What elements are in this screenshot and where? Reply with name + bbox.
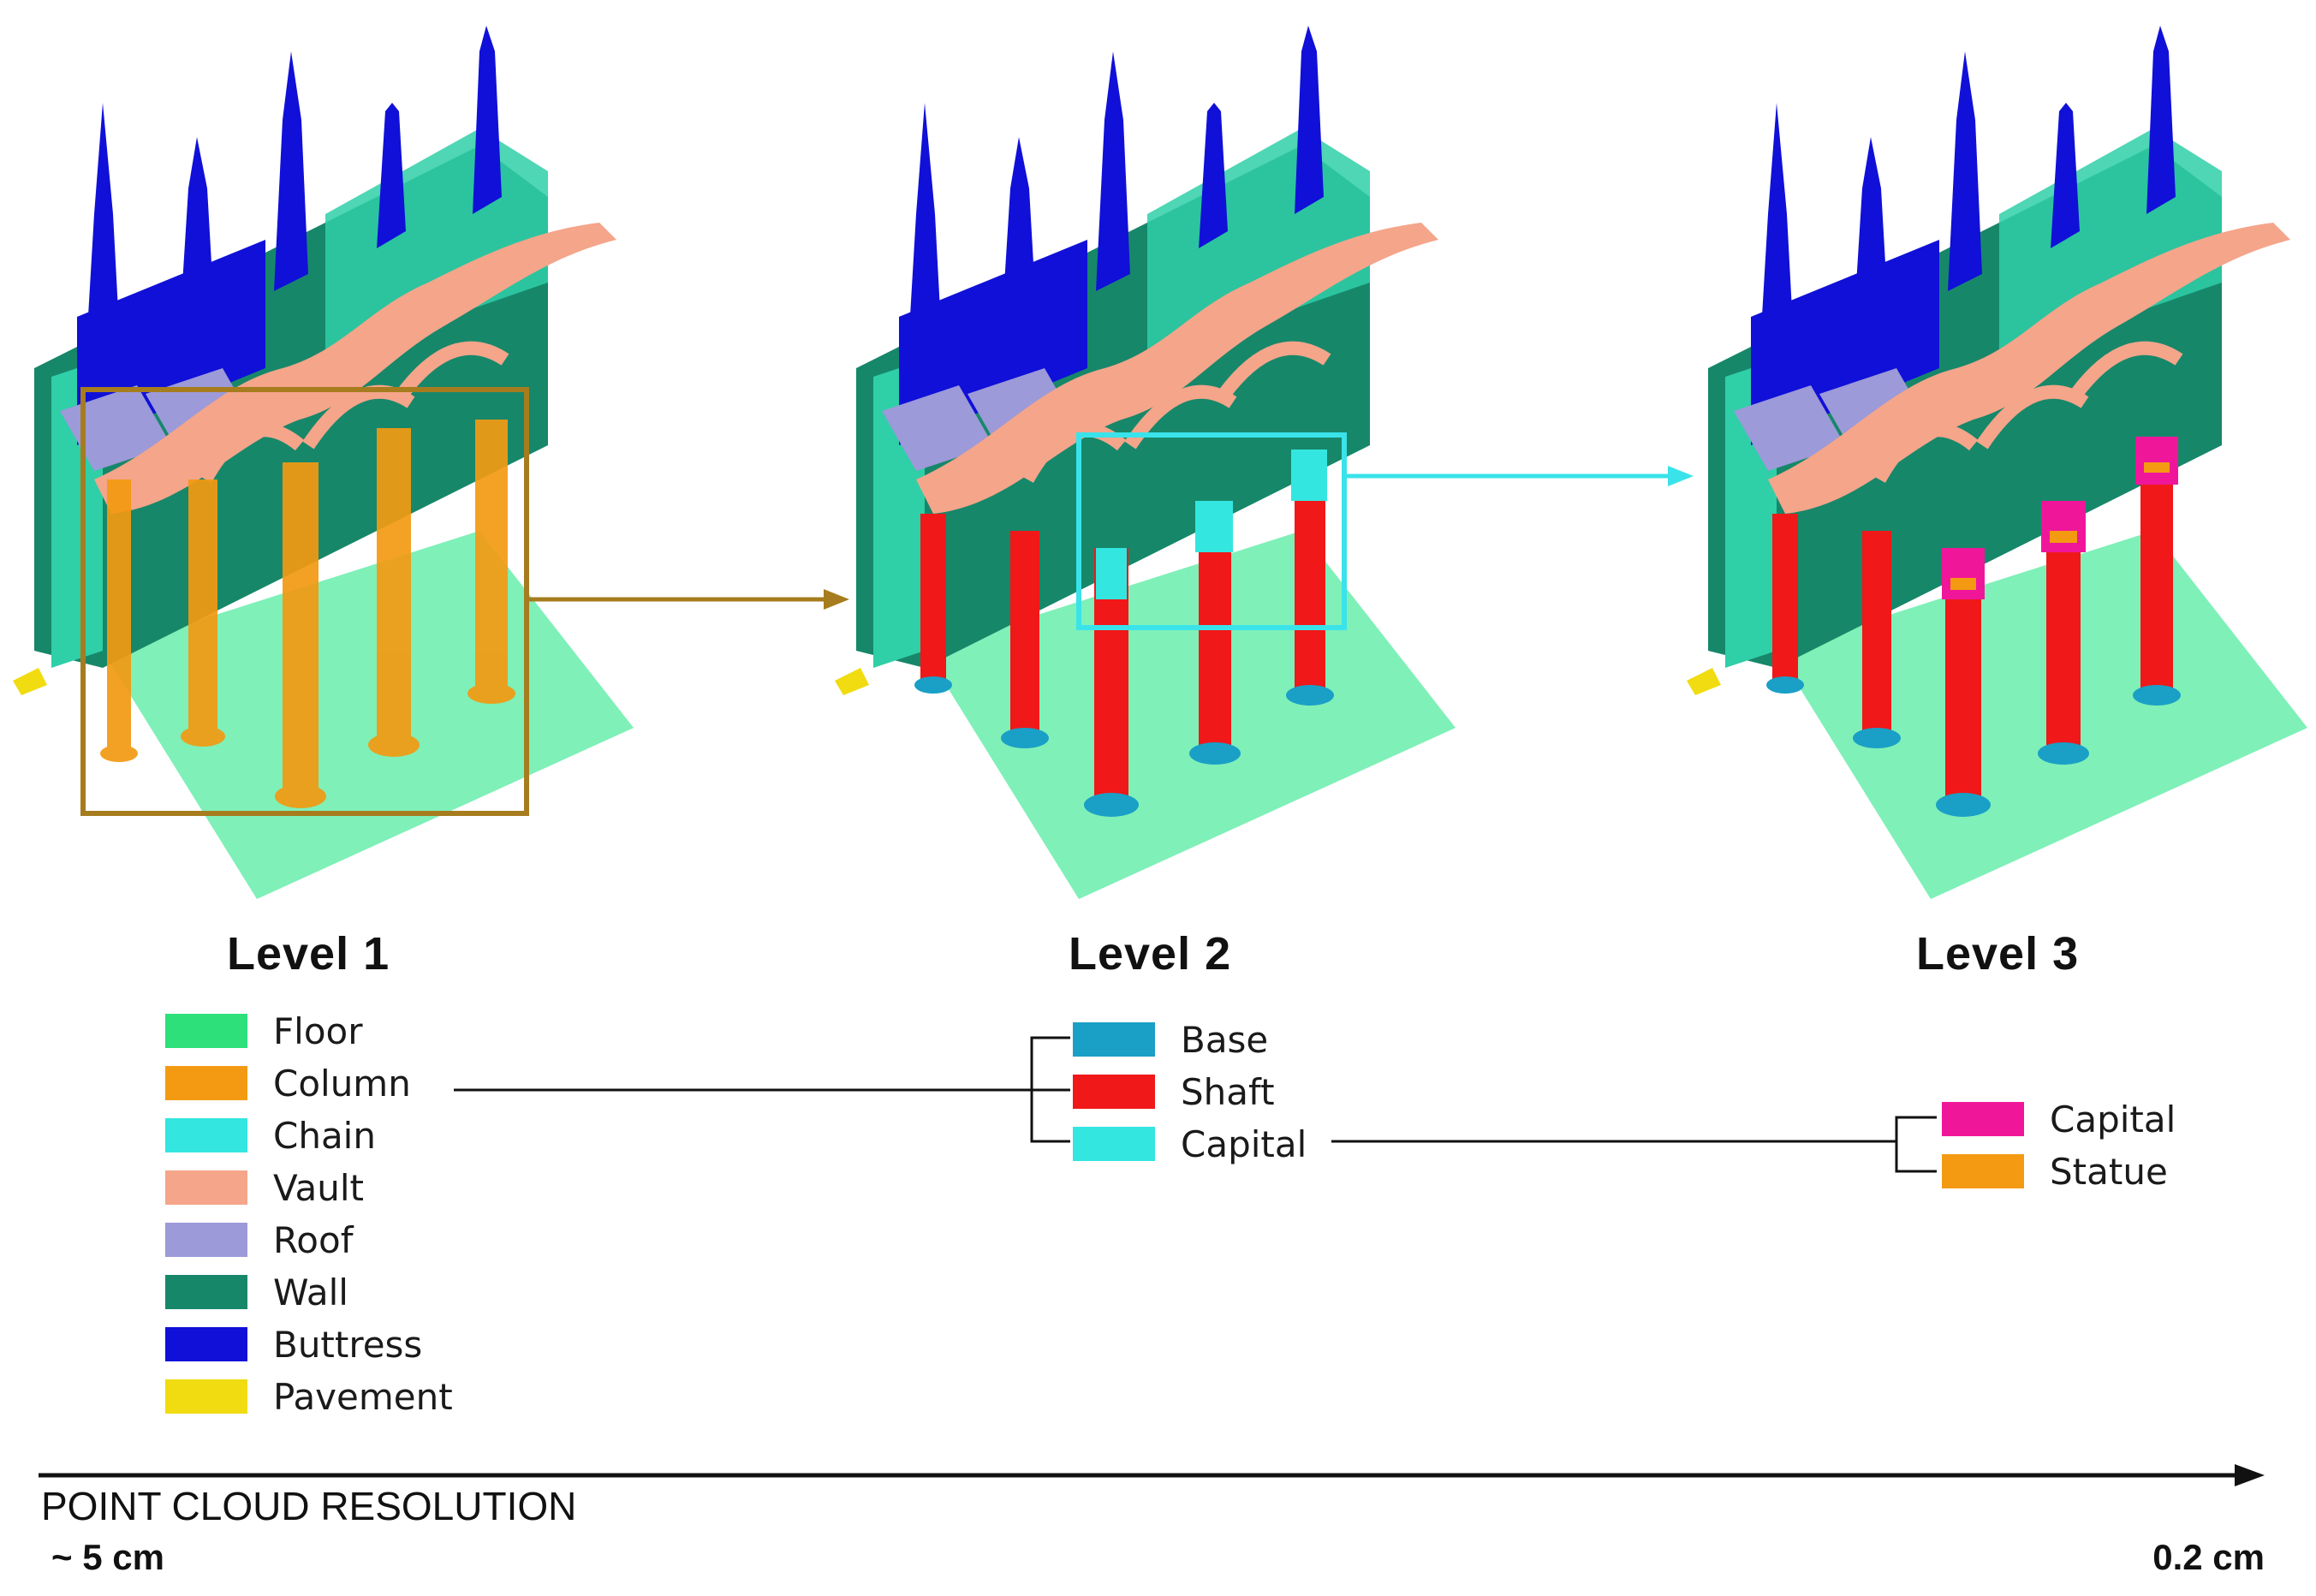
legend-label: Chain <box>273 1114 376 1157</box>
legend-label: Statue <box>2050 1150 2168 1193</box>
legend-label: Shaft <box>1181 1070 1275 1113</box>
legend-swatch <box>165 1379 247 1414</box>
level-1-title: Level 1 <box>227 928 390 980</box>
level-3-title: Level 3 <box>1916 928 2080 980</box>
legend-item-chain: Chain <box>165 1114 376 1157</box>
legend-item-column: Column <box>165 1062 411 1105</box>
legend-label: Vault <box>273 1166 364 1209</box>
level-2-title: Level 2 <box>1069 928 1232 980</box>
legend-item-capital-l3: Capital <box>1942 1099 2176 1140</box>
legend-swatch <box>1073 1075 1155 1109</box>
legend-item-vault: Vault <box>165 1166 364 1209</box>
resolution-end-value: 0.2 cm <box>2152 1537 2265 1577</box>
legend-label: Wall <box>273 1271 348 1313</box>
legend-swatch <box>1942 1154 2024 1188</box>
resolution-start-value: ~ 5 cm <box>51 1537 164 1577</box>
legend-label: Capital <box>2050 1098 2176 1140</box>
legend-label: Capital <box>1181 1123 1307 1165</box>
legend-swatch <box>165 1223 247 1257</box>
hierarchy-connectors <box>454 1036 1937 1173</box>
level-1-scene <box>13 26 634 899</box>
legend-item-pavement: Pavement <box>165 1375 453 1418</box>
level-1-columns <box>100 420 515 808</box>
legend-swatch <box>1073 1022 1155 1057</box>
legend-item-capital-l2: Capital <box>1073 1123 1307 1165</box>
legend-swatch <box>1073 1127 1155 1161</box>
legend-item-floor: Floor <box>165 1009 363 1052</box>
level-1-to-2-arrow <box>527 589 849 610</box>
legend-item-statue: Statue <box>1942 1150 2168 1193</box>
legend-label: Column <box>273 1062 411 1105</box>
legend-item-base: Base <box>1073 1018 1269 1061</box>
resolution-axis-caption: POINT CLOUD RESOLUTION <box>41 1484 577 1528</box>
legend-swatch <box>165 1170 247 1205</box>
legend-label: Roof <box>273 1218 354 1261</box>
level-2-columns <box>914 450 1334 817</box>
level-2-focus-box <box>1076 432 1347 630</box>
legend-swatch <box>165 1275 247 1309</box>
level-2-to-3-arrow <box>1344 466 1694 486</box>
level-2-scene <box>835 26 1456 899</box>
legend-label: Base <box>1181 1018 1269 1061</box>
legend-label: Floor <box>273 1009 363 1052</box>
legend-item-roof: Roof <box>165 1218 354 1261</box>
resolution-axis <box>39 1464 2265 1486</box>
legend-label: Buttress <box>273 1323 423 1366</box>
level-3-columns <box>1766 437 2181 817</box>
legend-swatch <box>1942 1102 2024 1136</box>
legend-swatch <box>165 1066 247 1100</box>
legend-item-wall: Wall <box>165 1271 348 1313</box>
legend-swatch <box>165 1327 247 1361</box>
legend-item-buttress: Buttress <box>165 1323 423 1366</box>
legend-item-shaft: Shaft <box>1073 1070 1275 1113</box>
legend-swatch <box>165 1014 247 1048</box>
level-3-scene <box>1687 26 2307 899</box>
legend-swatch <box>165 1118 247 1152</box>
legend-label: Pavement <box>273 1375 453 1418</box>
